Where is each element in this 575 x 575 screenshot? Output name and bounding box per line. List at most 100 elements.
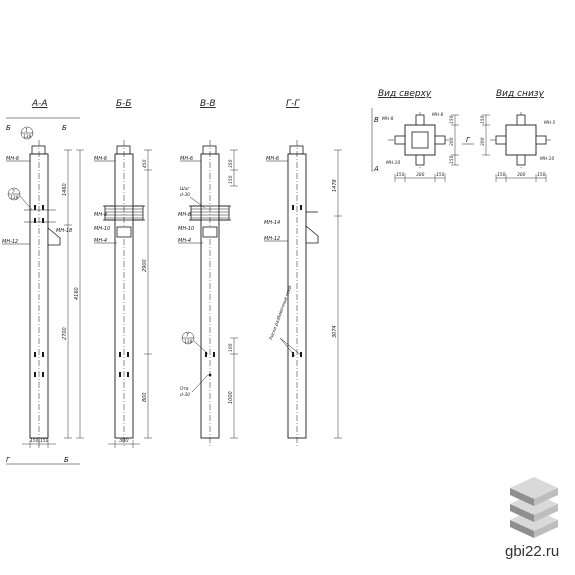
section-mark-b-left: Б [6,124,11,132]
column-gg-console [305,225,319,244]
dim-bb-300: 300 [119,438,129,444]
dim-aa-bottom-1: 150 [30,438,39,444]
callout-7-sheet: 138 [184,339,193,345]
label-gg-mn14: МН-14 [264,220,280,226]
label-gg-mn12: МН-12 [264,236,280,242]
watermark-text: gbi22.ru [505,543,559,560]
column-vv-bolts [205,352,215,357]
column-aa-console [47,227,61,246]
view-top-bracket-top [415,114,425,126]
label-bb-mn8: МН-8 [94,212,107,218]
label-aa-mn12: МН-12 [2,239,18,245]
dim-top-v2: 300 [449,137,455,146]
callout-5-number: 5 [12,189,15,195]
column-bb-head [116,145,131,155]
section-gg: Г-Г МН-6 МН-14 МН-12 Риски разбивочные о… [264,99,342,448]
view-top-bracket-left [394,135,406,145]
label-vv-mn10: МН-10 [178,226,194,232]
bracket-bb-hatching [105,208,143,219]
label-bottom-mn10: МН-10 [540,156,554,162]
view-top-bracket-bottom [415,154,425,166]
callout-1-sheet: 138 [23,134,32,140]
dim-top-300: 300 [416,172,425,178]
bracket-vv-hatching [191,208,229,219]
view-bottom-column [505,124,537,156]
dim-top-v1: 150 [449,115,455,124]
section-aa: А-А Б Б 1 138 5 138 МН-6 МН-18 МН-12 [2,99,84,465]
dim-bottom-v1: 150 [480,115,486,124]
note-vv-otv: Отв [180,386,189,392]
watermark-logo: gbi22.ru [505,477,559,560]
view-bottom-bracket-left [495,135,507,145]
dim-gg-1478: 1478 [332,179,338,192]
section-bb-title: Б-Б [116,99,132,109]
label-gg-mn6: МН-6 [266,156,279,162]
section-mark-g: Г [466,136,471,144]
section-mark-g-left: Г [6,456,11,464]
column-aa-head [31,145,46,155]
dim-top-150b: 150 [436,172,445,178]
dim-bb-2900: 2900 [142,259,148,272]
section-aa-title: А-А [31,99,48,109]
dim-bottom-150b: 150 [537,172,546,178]
callout-7-number: 7 [186,333,189,339]
label-vv-mn6: МН-6 [180,156,193,162]
label-bottom-mn5: МН-5 [544,120,556,126]
dim-bb-800: 800 [142,392,148,402]
view-bottom-bracket-right [535,135,547,145]
section-vv: В-В МН-6 Шаг d-30 МН-8 МН-10 МН-4 7 138 [178,99,238,448]
dim-gg-3074: 3074 [332,325,338,338]
section-gg-title: Г-Г [286,99,300,109]
section-mark-b-bottom: Б [64,456,69,464]
view-top-bracket-right [434,135,446,145]
console-vv [202,226,218,238]
view-bottom: Вид снизу МН-5 МН-10 150 300 150 150 300 [480,89,556,182]
label-aa-mn6: МН-6 [6,156,19,162]
column-vv-head [202,145,217,155]
view-top-title: Вид сверху [378,89,432,99]
console-bb [116,226,132,238]
dim-bottom-v2: 300 [480,137,486,146]
dim-aa-1460: 1460 [62,183,68,196]
view-top: Вид сверху В А МН-8 МН-6 МН-10 150 300 1… [371,89,474,182]
dim-bottom-150a: 150 [497,172,506,178]
dim-vv-100: 100 [228,343,234,352]
label-vv-mn8: МН-8 [178,212,191,218]
label-bb-mn4: МН-4 [94,238,107,244]
dim-aa-bottom-2: 150 [40,438,49,444]
note-vv-shag: Шаг [180,186,190,192]
dim-aa-2700: 2700 [62,327,68,340]
dim-top-v3: 150 [449,155,455,164]
section-vv-title: В-В [200,99,216,109]
label-top-mn8: МН-8 [382,116,394,122]
label-bb-mn10: МН-10 [94,226,110,232]
label-bb-mn6: МН-6 [94,156,107,162]
dim-vv-1000: 1000 [228,391,234,404]
section-mark-b-right: Б [62,124,67,132]
dim-bottom-300: 300 [517,172,526,178]
section-bb: Б-Б МН-6 МН-8 МН-10 МН-4 450 [94,99,152,448]
label-top-mn6: МН-6 [432,112,444,118]
dim-vv-150: 150 [228,175,234,184]
section-mark-v: В [374,116,379,124]
view-bottom-bracket-top [516,114,526,126]
label-top-mn10: МН-10 [386,160,400,166]
callout-5-sheet: 138 [10,195,19,201]
stacked-slabs-icon [510,477,558,538]
column-aa-bolts [34,205,44,377]
note-vv-d30-hole: d-30 [180,392,190,398]
view-bottom-bracket-bottom [516,154,526,166]
view-bottom-title: Вид снизу [496,89,545,99]
column-bb-bolts [119,352,129,377]
dim-top-150a: 150 [396,172,405,178]
label-vv-mn4: МН-4 [178,238,191,244]
dim-aa-4160: 4160 [74,287,80,300]
column-gg-head [289,145,304,155]
note-vv-d30: d-30 [180,192,190,198]
dim-vv-350: 350 [228,159,234,168]
dim-bb-450: 450 [142,159,148,168]
section-mark-a: А [373,165,379,173]
column-gg-bolts [292,205,302,357]
callout-1-number: 1 [25,128,28,134]
